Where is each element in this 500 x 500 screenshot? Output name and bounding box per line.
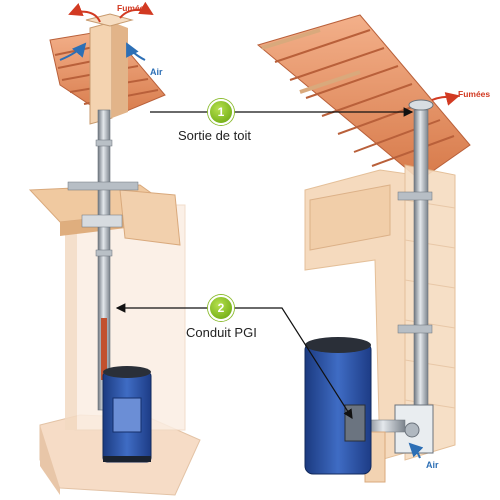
left-roof <box>49 13 166 125</box>
callout-2-label: Conduit PGI <box>186 325 257 340</box>
left-fumes-arrow-2 <box>119 1 154 19</box>
right-air-label: Air <box>426 460 439 470</box>
callout-2-right-line <box>232 307 353 420</box>
left-flue <box>67 109 139 411</box>
right-fumes-arrow <box>431 92 460 106</box>
callout-1-badge: 1 <box>208 99 234 125</box>
right-stove <box>304 337 372 475</box>
left-air-label: Air <box>150 67 163 77</box>
callout-2-badge: 2 <box>208 295 234 321</box>
callout-1-label: Sortie de toit <box>178 128 251 143</box>
left-stove <box>102 366 152 463</box>
left-fumes-label: Fumées <box>117 3 150 13</box>
right-air-arrow <box>408 442 424 459</box>
left-fumes-arrow-1 <box>68 3 101 23</box>
right-fumes-label: Fumées <box>458 89 491 99</box>
left-air-arrow-2 <box>59 42 87 61</box>
right-flue <box>364 99 434 483</box>
left-air-arrow <box>126 42 146 61</box>
